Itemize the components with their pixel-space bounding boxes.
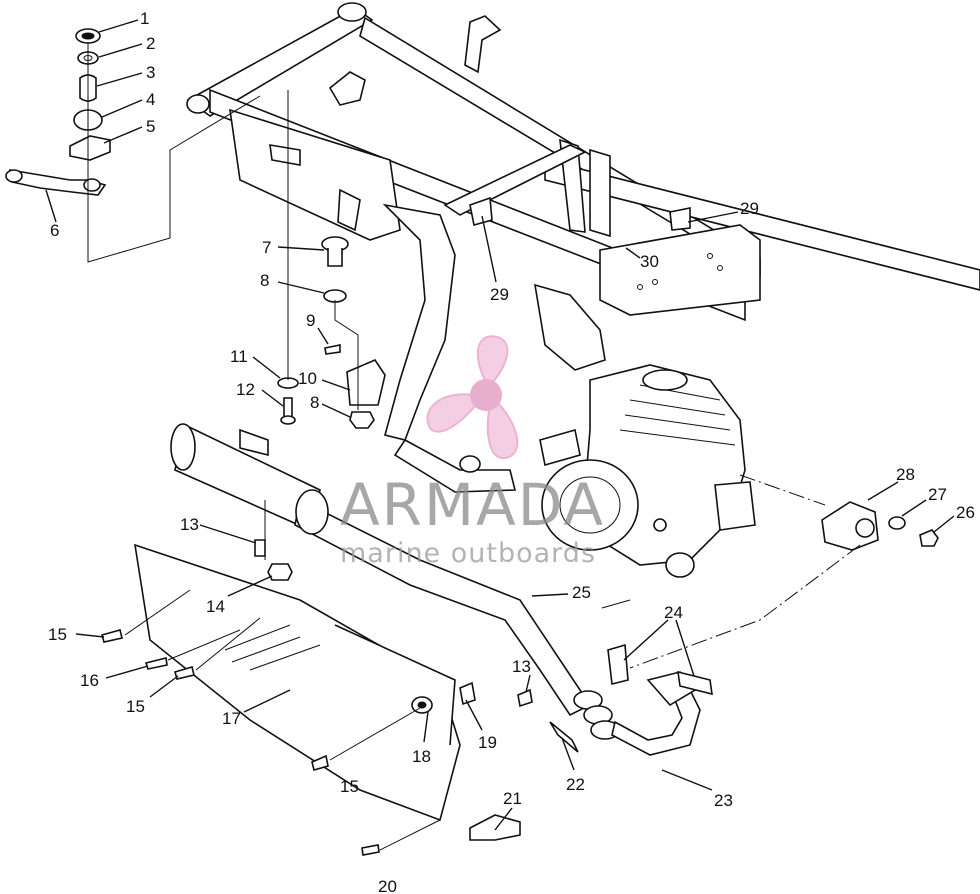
callout-14: 14 <box>206 597 225 616</box>
propeller-blade-left <box>426 393 480 433</box>
callout-4: 4 <box>146 90 155 109</box>
callout-labels: 1 2 3 4 5 6 7 8 9 11 10 12 8 13 14 15 16… <box>48 9 975 894</box>
callout-6: 6 <box>50 221 59 240</box>
propeller-logo <box>426 335 519 460</box>
callout-26: 26 <box>956 503 975 522</box>
callout-12: 12 <box>236 380 255 399</box>
callout-2: 2 <box>146 34 155 53</box>
callout-13-right: 13 <box>512 657 531 676</box>
callout-30: 30 <box>640 252 659 271</box>
callout-29-left: 29 <box>490 285 509 304</box>
callout-13-left: 13 <box>180 515 199 534</box>
callout-10: 10 <box>298 369 317 388</box>
bolt-parts <box>101 196 939 856</box>
callout-15-top: 15 <box>48 625 67 644</box>
exhaust-assembly <box>134 423 701 841</box>
frame <box>186 2 980 493</box>
propeller-hub <box>470 379 502 411</box>
watermark-brand: ARMADA <box>340 471 605 539</box>
propeller-blade-top <box>476 335 509 387</box>
mount-stack <box>5 28 111 196</box>
armada-watermark: ARMADA marine outboards <box>340 335 605 569</box>
callout-7: 7 <box>262 238 271 257</box>
callout-15-bottom: 15 <box>340 777 359 796</box>
callout-25: 25 <box>572 583 591 602</box>
callout-27: 27 <box>928 485 947 504</box>
callout-15-middle: 15 <box>126 697 145 716</box>
propeller-blade-right <box>486 398 519 460</box>
callout-3: 3 <box>146 63 155 82</box>
watermark-tagline: marine outboards <box>340 538 596 569</box>
callout-18: 18 <box>412 747 431 766</box>
callout-17: 17 <box>222 709 241 728</box>
callout-28: 28 <box>896 465 915 484</box>
callout-8-lower: 8 <box>310 393 319 412</box>
callout-29-right: 29 <box>740 199 759 218</box>
callout-11: 11 <box>230 347 248 366</box>
callout-19: 19 <box>478 733 497 752</box>
callout-5: 5 <box>146 117 155 136</box>
callout-22: 22 <box>566 775 585 794</box>
callout-8-upper: 8 <box>260 271 269 290</box>
callout-21: 21 <box>503 789 522 808</box>
callout-16: 16 <box>80 671 99 690</box>
leader-lines <box>45 19 955 831</box>
callout-9: 9 <box>306 311 315 330</box>
engine <box>539 364 756 578</box>
callout-24: 24 <box>664 603 683 622</box>
callout-1: 1 <box>140 9 149 28</box>
callout-20: 20 <box>378 877 397 894</box>
callout-23: 23 <box>714 791 733 810</box>
guide-lines <box>87 42 861 851</box>
